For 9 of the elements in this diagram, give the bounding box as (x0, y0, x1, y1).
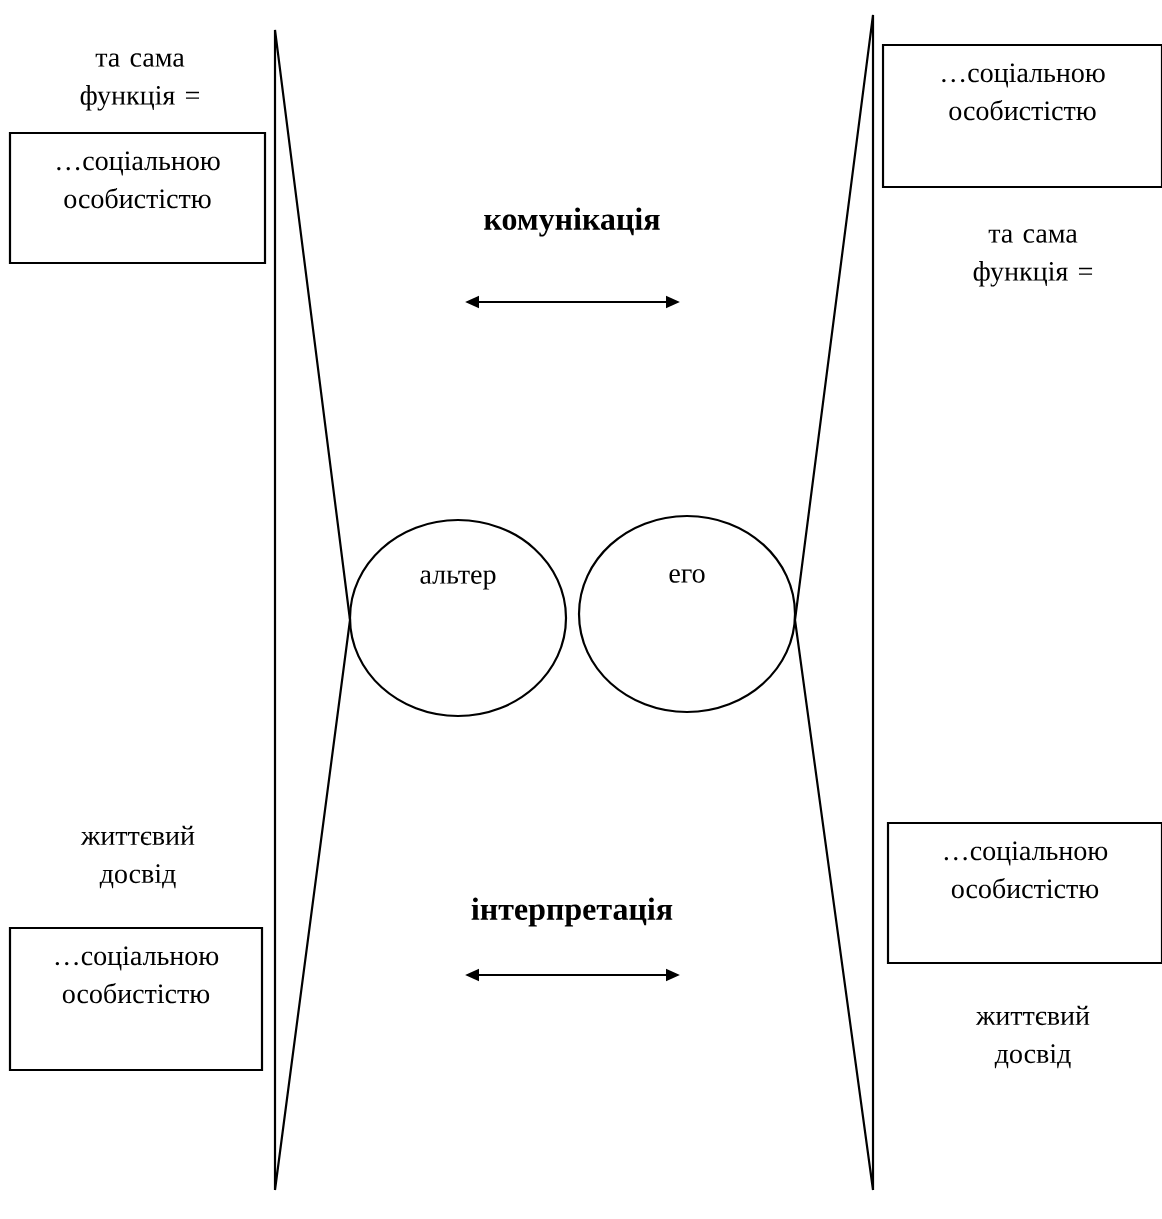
text-box: …соціальною особистістю (881, 43, 1162, 189)
label: життєвий досвід (975, 1005, 1090, 1069)
text-box: …соціальною особистістю (886, 821, 1162, 965)
heading: інтерпретація (471, 897, 673, 927)
text-box: …соціальною особистістю (8, 131, 267, 265)
label: та сама функція = (973, 229, 1093, 287)
heading: комунікація (484, 207, 660, 237)
label: життєвий досвід (80, 825, 195, 889)
text-box: …соціальною особистістю (8, 926, 264, 1072)
